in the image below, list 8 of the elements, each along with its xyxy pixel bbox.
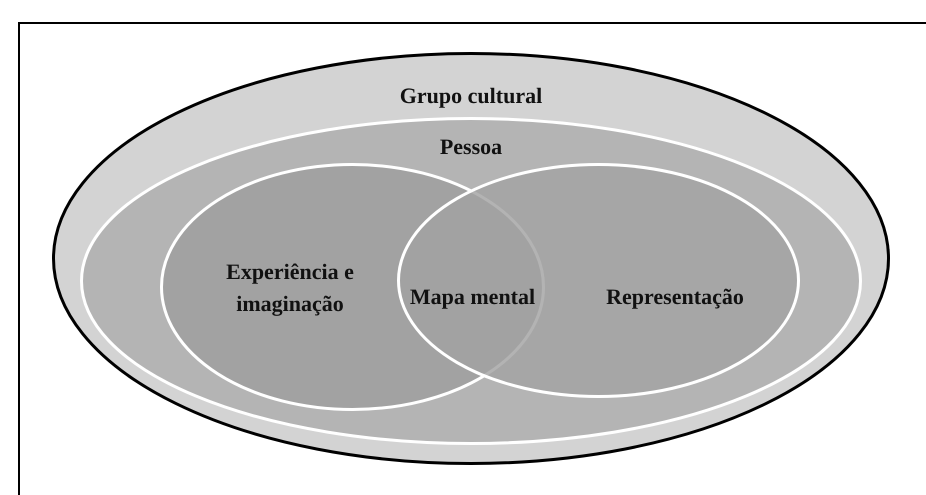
ellipse-label: Pessoa [438,133,504,161]
ellipse-label: Representação [605,283,745,311]
right-ellipse [397,163,800,398]
ellipse-label: Mapa mental [408,283,536,311]
middle-ellipse [80,117,862,445]
ellipse-label: Experiência e imaginação [225,258,355,318]
outer-ellipse [52,52,890,465]
ellipse-label: Grupo cultural [398,82,544,110]
